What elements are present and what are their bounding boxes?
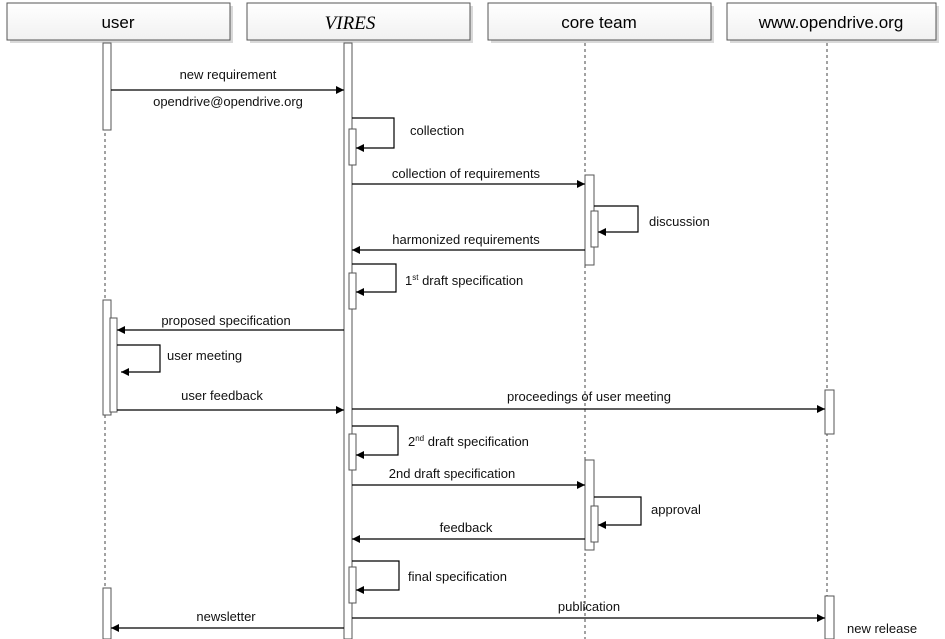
activation-core-2 xyxy=(584,459,595,551)
first-draft-label: 1st draft specification xyxy=(405,273,523,288)
activation-vires-main xyxy=(343,42,353,639)
second-draft-self-label: 2nd draft specification xyxy=(408,434,529,449)
self-message-first-draft: 1st draft specification xyxy=(352,263,523,296)
message-proposed-specification: proposed specification xyxy=(117,313,344,334)
activation-user-1 xyxy=(102,42,112,131)
activation-core-discussion xyxy=(590,210,599,248)
approval-label: approval xyxy=(651,502,701,517)
user-meeting-label: user meeting xyxy=(167,348,242,363)
activation-vires-second-draft xyxy=(348,433,357,471)
message-proceedings: proceedings of user meeting xyxy=(352,389,825,413)
proposed-specification-label: proposed specification xyxy=(161,313,290,328)
email-label: opendrive@opendrive.org xyxy=(153,94,303,109)
new-requirement-label: new requirement xyxy=(180,67,277,82)
self-message-discussion: discussion xyxy=(594,205,710,236)
participant-core-team: core team xyxy=(487,2,714,43)
collection-label: collection xyxy=(410,123,464,138)
participant-vires: VIRES xyxy=(246,2,473,43)
vires-logo: VIRES xyxy=(325,13,376,34)
activation-user-3 xyxy=(109,317,118,413)
final-specification-label: final specification xyxy=(408,569,507,584)
collection-of-requirements-label: collection of requirements xyxy=(392,166,541,181)
message-newsletter: newsletter xyxy=(111,609,344,632)
activation-website-1 xyxy=(824,389,835,435)
harmonized-requirements-label: harmonized requirements xyxy=(392,232,540,247)
activation-user-4 xyxy=(102,587,112,639)
self-message-approval: approval xyxy=(594,496,701,529)
participant-user-label: user xyxy=(101,13,134,32)
message-second-draft-specification: 2nd draft specification xyxy=(352,466,585,489)
message-user-feedback: user feedback xyxy=(117,388,344,414)
user-feedback-label: user feedback xyxy=(181,388,263,403)
self-message-collection: collection xyxy=(352,117,464,152)
participant-core-team-label: core team xyxy=(561,13,637,32)
participant-user: user xyxy=(6,2,233,43)
activation-core-approval xyxy=(590,505,599,543)
message-harmonized-requirements: harmonized requirements xyxy=(352,232,585,254)
self-message-final: final specification xyxy=(352,560,507,594)
new-release-label: new release xyxy=(847,621,917,636)
self-message-second-draft: 2nd draft specification xyxy=(352,425,529,459)
activation-vires-final xyxy=(348,566,357,604)
discussion-label: discussion xyxy=(649,214,710,229)
feedback-label: feedback xyxy=(440,520,493,535)
newsletter-label: newsletter xyxy=(196,609,256,624)
proceedings-label: proceedings of user meeting xyxy=(507,389,671,404)
activation-vires-collection xyxy=(348,128,357,166)
publication-label: publication xyxy=(558,599,620,614)
message-collection-of-requirements: collection of requirements xyxy=(352,166,585,188)
participant-website: www.opendrive.org xyxy=(726,2,939,43)
message-new-requirement: new requirement opendrive@opendrive.org xyxy=(111,67,344,109)
second-draft-message-label: 2nd draft specification xyxy=(389,466,515,481)
message-feedback: feedback xyxy=(352,520,585,543)
activation-vires-first-draft xyxy=(348,272,357,310)
self-message-user-meeting: user meeting xyxy=(117,344,242,376)
participant-website-label: www.opendrive.org xyxy=(758,13,904,32)
message-publication: publication xyxy=(352,599,825,622)
activation-website-2 xyxy=(824,595,835,639)
